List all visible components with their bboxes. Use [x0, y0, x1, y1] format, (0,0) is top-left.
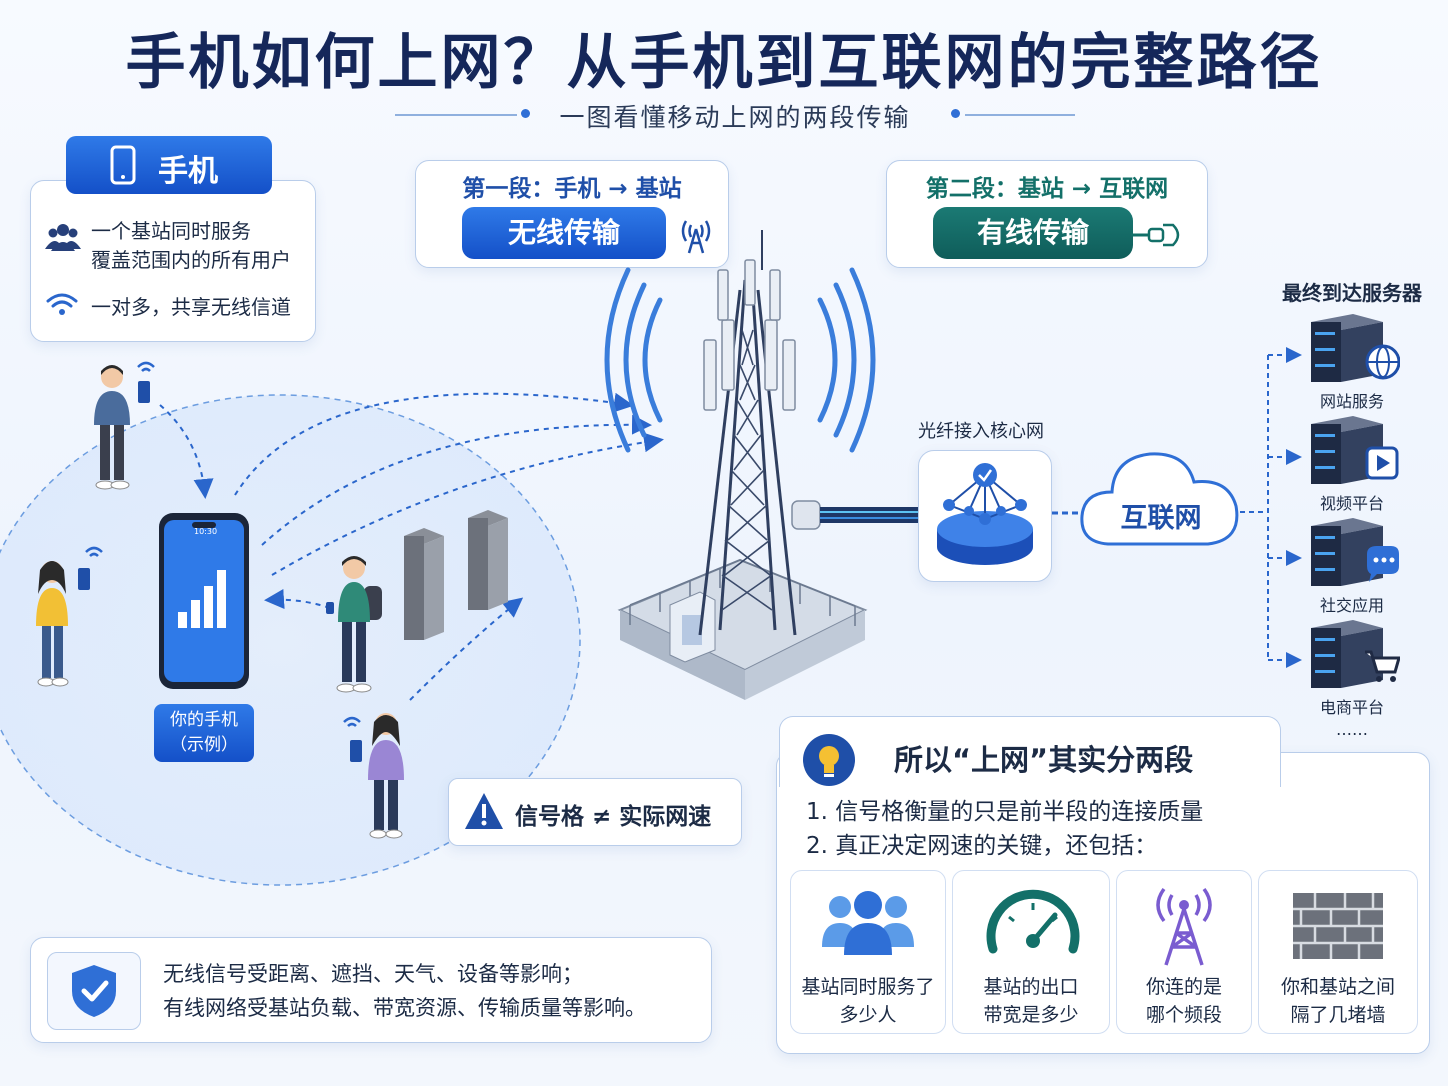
brick-wall-icon — [1293, 893, 1383, 959]
coverage-area — [0, 394, 581, 886]
fiber-cable — [791, 500, 918, 530]
factor-walls-line2: 隔了几堵墙 — [1290, 1004, 1386, 1026]
summary-point2: 2. 真正决定网速的关键，还包括： — [806, 833, 1158, 859]
person-user-left — [36, 546, 103, 687]
factor-users-line2: 多少人 — [839, 1004, 897, 1026]
people-group-icon — [822, 891, 914, 955]
factor-frequency-line1: 你连的是 — [1145, 976, 1222, 998]
phone-card-title: 手机 — [158, 154, 218, 189]
person-user-bottom — [343, 713, 404, 839]
antenna-icon — [681, 220, 711, 254]
server-label-ecommerce: 电商平台 — [1319, 698, 1384, 717]
factor-bandwidth-line2: 带宽是多少 — [983, 1004, 1079, 1026]
signal-warning-text: 信号格 ≠ 实际网速 — [515, 804, 712, 830]
shield-check-icon — [72, 965, 116, 1017]
servers-header: 最终到达服务器 — [1282, 281, 1422, 305]
factor-bandwidth-line1: 基站的出口 — [983, 976, 1079, 998]
tower-signal-icon — [1156, 887, 1212, 966]
arrow-user-bottom-to-tower — [409, 597, 524, 701]
subtitle-dot-left — [521, 109, 530, 118]
cable-plug-icon — [1131, 223, 1180, 247]
server-label-web: 网站服务 — [1319, 392, 1384, 411]
phone-icon — [110, 145, 136, 185]
servers-more: …… — [1336, 720, 1368, 739]
factor-bandwidth-text: 基站的出口 带宽是多少 — [953, 973, 1109, 1029]
wifi-icon — [46, 293, 78, 315]
warning-icon — [465, 793, 503, 829]
factor-users-served: 基站同时服务了 多少人 — [790, 870, 946, 1034]
signal-warning-card: 信号格 ≠ 实际网速 — [448, 778, 742, 846]
factor-users-text: 基站同时服务了 多少人 — [791, 973, 945, 1029]
lightbulb-icon — [803, 734, 855, 786]
speedometer-icon — [986, 889, 1080, 954]
factor-walls-between: 你和基站之间 隔了几堵墙 — [1258, 870, 1418, 1034]
factor-users-line1: 基站同时服务了 — [801, 976, 935, 998]
factor-backhaul-bandwidth: 基站的出口 带宽是多少 — [952, 870, 1110, 1034]
arrow-user-top-to-phone — [159, 404, 214, 499]
phone-info-card: 一个基站同时服务 覆盖范围内的所有用户 一对多，共享无线信道 — [30, 180, 316, 342]
note-icon-frame — [47, 952, 141, 1030]
phone-card-line1a: 一个基站同时服务 — [91, 219, 251, 243]
arrow-user-mid-to-phone — [264, 589, 331, 609]
server-rack-social — [1311, 518, 1399, 586]
arrow-phone-to-tower-1 — [234, 392, 634, 496]
subtitle-divider-right — [965, 114, 1075, 116]
server-label-social: 社交应用 — [1319, 596, 1384, 615]
factor-frequency-text: 你连的是 哪个频段 — [1117, 973, 1251, 1029]
internet-label: 互联网 — [1120, 503, 1202, 534]
segment1-card: 第一段：手机 → 基站 无线传输 — [415, 160, 729, 268]
summary-title: 所以“上网”其实分两段 — [894, 743, 1194, 777]
page-title: 手机如何上网？从手机到互联网的完整路径 — [125, 28, 1323, 98]
person-user-top — [94, 361, 155, 490]
your-phone-label-line2: （示例） — [170, 735, 238, 755]
fiber-label: 光纤接入核心网 — [918, 421, 1044, 442]
users-icon — [45, 224, 81, 251]
segment1-pill: 无线传输 — [462, 207, 666, 259]
segment1-label: 第一段：手机 → 基站 — [462, 176, 682, 202]
core-network-router-icon — [937, 463, 1033, 565]
page-subtitle: 一图看懂移动上网的两段传输 — [559, 103, 911, 132]
your-phone-illustration — [159, 513, 249, 689]
factor-walls-line1: 你和基站之间 — [1280, 976, 1395, 998]
core-network-card — [918, 450, 1052, 582]
internet-cloud-icon — [1080, 452, 1239, 546]
phone-card-header: 手机 — [66, 136, 272, 194]
segment2-pill: 有线传输 — [933, 207, 1133, 259]
subtitle-divider-left — [395, 114, 517, 116]
arrow-phone-to-tower-2 — [261, 414, 652, 546]
note-line2: 有线网络受基站负载、带宽资源、传输质量等影响。 — [163, 996, 646, 1020]
tower-signal-waves — [604, 267, 876, 453]
factor-walls-text: 你和基站之间 隔了几堵墙 — [1259, 973, 1417, 1029]
person-user-middle — [326, 556, 382, 693]
server-label-video: 视频平台 — [1319, 494, 1384, 513]
cell-tower-illustration — [604, 230, 876, 700]
subtitle-dot-right — [951, 109, 960, 118]
summary-point1: 1. 信号格衡量的只是前半段的连接质量 — [806, 799, 1204, 825]
note-line1: 无线信号受距离、遮挡、天气、设备等影响； — [163, 962, 583, 986]
segment2-label: 第二段：基站 → 互联网 — [925, 176, 1169, 202]
note-card: 无线信号受距离、遮挡、天气、设备等影响； 有线网络受基站负载、带宽资源、传输质量… — [30, 937, 712, 1043]
phone-screen-time: 10:30 — [194, 527, 218, 536]
subtitle-row: 一图看懂移动上网的两段传输 — [395, 96, 1075, 132]
segment2-card: 第二段：基站 → 互联网 有线传输 — [886, 160, 1208, 268]
factor-frequency-band: 你连的是 哪个频段 — [1116, 870, 1252, 1034]
your-phone-label-line1: 你的手机 — [170, 710, 238, 730]
phone-card-line1b: 覆盖范围内的所有用户 — [91, 248, 291, 272]
server-rack-ecommerce — [1311, 620, 1400, 688]
wall-obstacles — [404, 510, 508, 640]
summary-tab: 所以“上网”其实分两段 — [779, 716, 1281, 787]
server-rack-web — [1311, 314, 1400, 382]
factor-frequency-line2: 哪个频段 — [1145, 1004, 1222, 1026]
your-phone-label: 你的手机 （示例） — [154, 704, 254, 762]
server-rack-video — [1311, 416, 1399, 484]
phone-card-line2: 一对多，共享无线信道 — [91, 295, 291, 319]
